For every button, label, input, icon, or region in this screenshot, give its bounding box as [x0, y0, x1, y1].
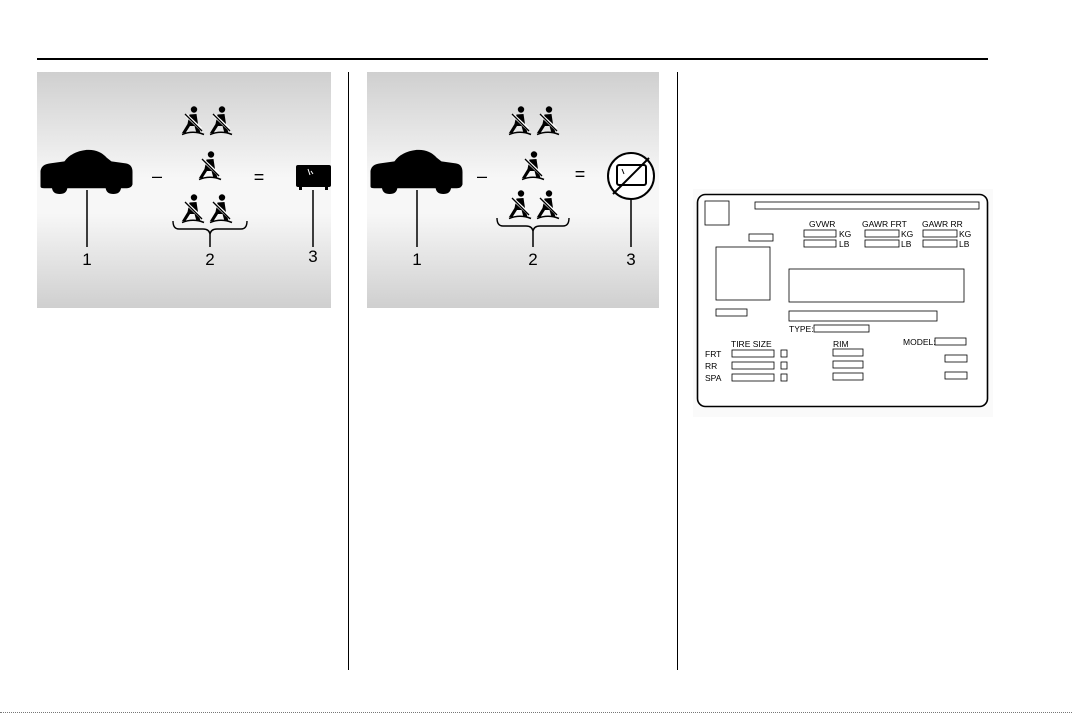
row-label-rr: RR: [705, 361, 717, 371]
column-divider-1: [348, 72, 349, 670]
callout-1: 1: [82, 250, 91, 269]
gawr-rr-lb-unit: LB: [959, 239, 970, 249]
row-label-frt: FRT: [705, 349, 721, 359]
overload-illustration: 1 – 2 = 3: [367, 72, 659, 308]
gawr-rr-label: GAWR RR: [922, 219, 963, 229]
gvwr-lb-unit: LB: [839, 239, 850, 249]
header-rule: [37, 58, 988, 60]
minus-sign: –: [152, 166, 162, 186]
no-cargo-icon: [608, 153, 654, 199]
figure-background: [37, 72, 331, 308]
cargo-icon: [296, 165, 331, 190]
column-divider-2: [677, 72, 678, 670]
rim-label: RIM: [833, 339, 849, 349]
gawr-frt-lb-unit: LB: [901, 239, 912, 249]
tire-size-label: TIRE SIZE: [731, 339, 772, 349]
callout-1: 1: [412, 250, 421, 269]
row-label-spa: SPA: [705, 373, 722, 383]
type-label: TYPE:: [789, 324, 814, 334]
gawr-rr-kg-unit: KG: [959, 229, 971, 239]
callout-3: 3: [308, 247, 317, 266]
model-label: MODEL:: [903, 337, 936, 347]
gawr-frt-label: GAWR FRT: [862, 219, 907, 229]
gvwr-label: GVWR: [809, 219, 835, 229]
callout-3: 3: [626, 250, 635, 269]
equals-sign: =: [575, 164, 586, 184]
certification-tire-label: GVWR GAWR FRT GAWR RR KG LB KG LB KG LB …: [693, 189, 993, 417]
equals-sign: =: [254, 167, 265, 187]
minus-sign: –: [477, 166, 487, 186]
gawr-frt-kg-unit: KG: [901, 229, 913, 239]
load-capacity-illustration: 1 – 2 = 3: [37, 72, 331, 308]
footer-dotted-line: [0, 712, 1072, 713]
callout-2: 2: [205, 250, 214, 269]
callout-2: 2: [528, 250, 537, 269]
gvwr-kg-unit: KG: [839, 229, 851, 239]
